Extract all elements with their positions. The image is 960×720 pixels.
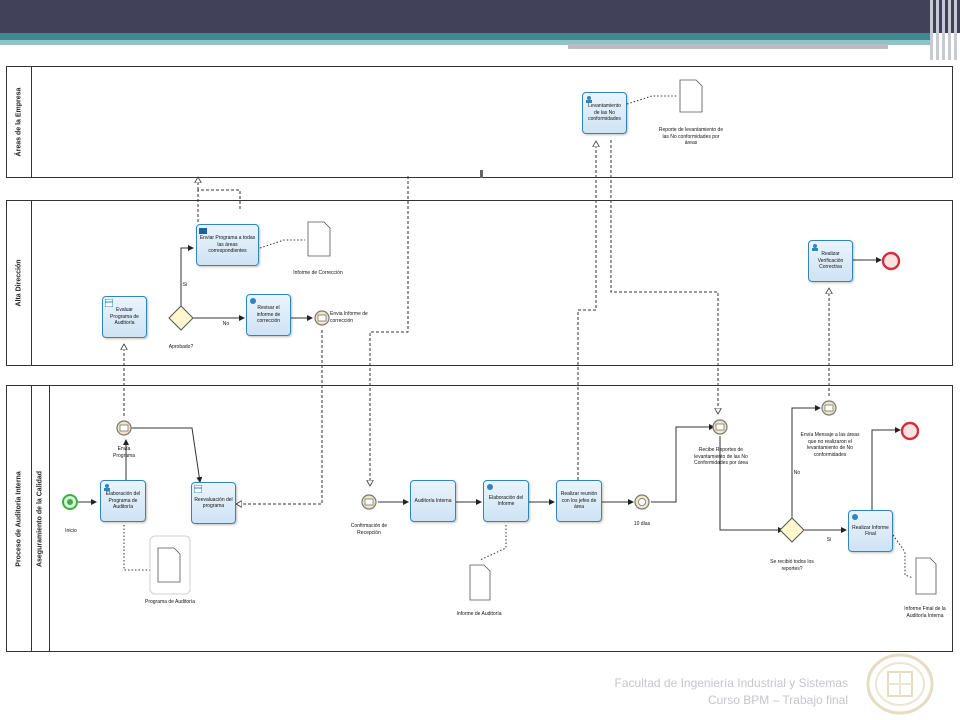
task-revisar-informe[interactable]: Revisar el informe de corrección <box>246 294 291 336</box>
table-icon <box>193 484 203 494</box>
university-seal-icon <box>866 653 934 715</box>
pool-areas-empresa: Áreas de la Empresa <box>6 66 953 178</box>
event-label: Envía Programa <box>113 446 135 459</box>
end-event <box>900 421 920 441</box>
task-auditoria-interna[interactable]: Auditoría Interna <box>410 480 456 522</box>
flow-label-no: No <box>222 321 230 327</box>
event-label: Confirmación de Recepción <box>350 523 388 536</box>
service-icon <box>486 483 494 491</box>
header-accent-stripe <box>0 33 930 40</box>
task-levantamiento[interactable]: Levantamiento de las No conformidades <box>582 92 627 134</box>
pool-proceso-auditoria: Proceso de Auditoría Interna Aseguramien… <box>6 385 953 652</box>
user-icon <box>103 483 111 491</box>
timer-label: 10 días <box>633 521 651 527</box>
doc-label-reporte: Reporte de levantamiento de las No confo… <box>658 127 724 146</box>
document-icon <box>307 221 331 257</box>
send-message-icon <box>199 227 207 235</box>
event-label: Recibe Reportes de levantamiento de las … <box>694 447 748 466</box>
task-evaluar-programa[interactable]: Evaluar Programa de Auditoría <box>102 296 147 338</box>
gateway-label: Se recibió todos los reportes? <box>770 559 814 572</box>
event-label: Inicio <box>65 528 77 534</box>
service-icon <box>249 297 257 305</box>
document-icon <box>469 564 491 601</box>
task-realizar-verificacion[interactable]: Realizar Verificación Correctiva <box>808 240 853 282</box>
user-icon <box>811 243 819 251</box>
doc-label-informe-correccion: Informe de Corrección <box>293 270 343 276</box>
task-realizar-reunion[interactable]: Realizar reunión con los jefes de área <box>556 480 602 522</box>
header-grey-stripe <box>568 44 888 49</box>
event-label: Envia Informe de corrección <box>330 311 368 324</box>
task-reevaluacion[interactable]: Reevaluación del programa <box>191 482 236 524</box>
task-elaboracion-informe[interactable]: Elaboración del Informe <box>483 480 529 522</box>
slide-header-bar <box>0 0 960 33</box>
document-icon <box>915 557 937 595</box>
task-enviar-programa[interactable]: Enviar Programa a todas las áreas corres… <box>196 224 259 266</box>
table-icon <box>104 298 114 308</box>
footer-course: Curso BPM – Trabajo final <box>707 693 848 707</box>
flow-label-si: Si <box>826 537 832 543</box>
gateway-label: Aprobado? <box>168 344 194 350</box>
flow-label-si: Si <box>182 282 188 288</box>
event-label: Envía Mensaje a las áreas que no realiza… <box>800 432 860 458</box>
doc-label-informe-auditoria: Informe de Auditoría <box>456 611 502 617</box>
end-event <box>881 251 901 271</box>
doc-label-informe-final: Informe Final de la Auditoría Interna <box>904 606 946 619</box>
document-icon <box>679 79 703 113</box>
task-elaboracion-programa[interactable]: Elaboración del Programa de Auditoría <box>100 480 146 522</box>
document-icon <box>157 547 181 583</box>
doc-label-programa: Programa de Auditoría <box>144 599 196 605</box>
service-icon <box>851 513 859 521</box>
task-realizar-informe-final[interactable]: Realizar Informe Final <box>848 510 893 552</box>
flow-label-no: No <box>793 470 801 476</box>
footer-faculty: Facultad de Ingeniería Industrial y Sist… <box>614 676 848 690</box>
user-icon <box>585 95 593 103</box>
header-decoration <box>928 0 960 62</box>
pool-alta-direccion: Alta Dirección <box>6 200 953 366</box>
gateway <box>168 305 194 331</box>
lane-header: Aseguramiento de la Calidad <box>31 386 50 651</box>
gateway <box>779 517 805 543</box>
header-accent-stripe-light <box>0 40 930 45</box>
